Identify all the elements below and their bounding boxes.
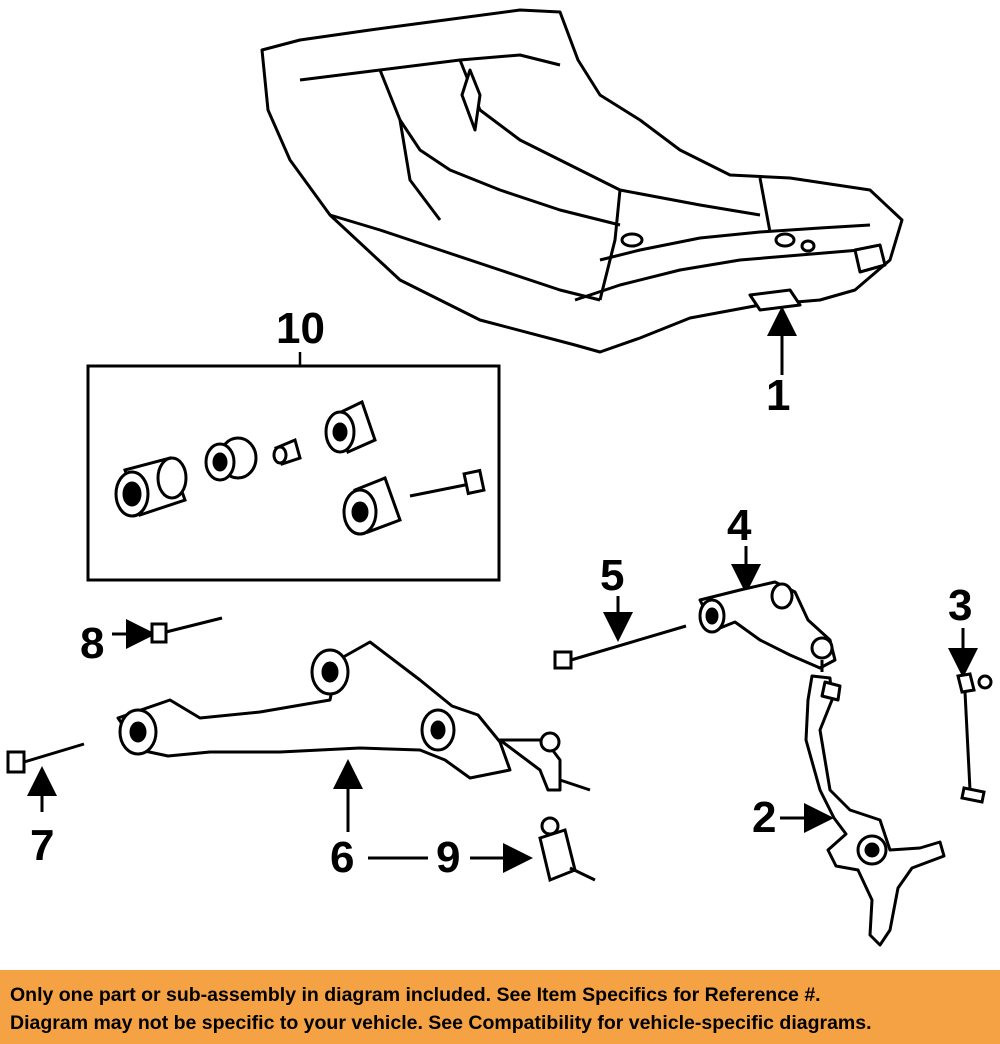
callout-7: 7 [6,742,85,870]
long-bolt-5 [553,624,687,670]
callout-4-label: 4 [727,501,752,550]
callout-4: 4 [698,501,837,672]
callout-3: 3 [948,581,993,804]
upper-control-arm [698,580,837,672]
callout-6: 6 [330,759,428,882]
callout-5-label: 5 [600,551,624,600]
bushing-kit-box [86,364,501,582]
disclaimer-banner: Only one part or sub-assembly in diagram… [0,970,1000,1044]
callout-9: 9 [436,816,596,883]
parts-diagram: 1 10 [6,8,993,947]
stabilizer-link [956,672,993,804]
bolt-7 [6,742,85,774]
small-insert [272,437,302,466]
callout-2: 2 [752,674,946,947]
callout-10: 10 [276,304,325,366]
callout-3-label: 3 [948,581,972,630]
engine-cradle-subframe [260,8,904,354]
callout-1: 1 [766,306,797,420]
callout-6-label: 6 [330,833,354,882]
callout-8-label: 8 [80,619,104,668]
lower-control-arm [116,640,591,792]
callout-9-label: 9 [436,833,460,882]
medium-bushing [204,436,258,482]
disclaimer-line-1: Only one part or sub-assembly in diagram… [10,984,821,1006]
large-bushing [114,456,188,518]
ball-joint [538,816,596,883]
callout-8: 8 [80,616,223,668]
bushing-upper [324,399,377,455]
callout-2-label: 2 [752,793,776,842]
callout-5: 5 [553,551,687,670]
bolt-8 [150,616,223,644]
steering-knuckle [804,674,946,947]
callout-1-label: 1 [766,371,790,420]
bushing-lower [342,476,402,536]
kit-bolt [409,468,486,498]
callout-7-label: 7 [30,821,54,870]
callout-10-label: 10 [276,304,325,353]
disclaimer-line-2: Diagram may not be specific to your vehi… [10,1012,872,1034]
